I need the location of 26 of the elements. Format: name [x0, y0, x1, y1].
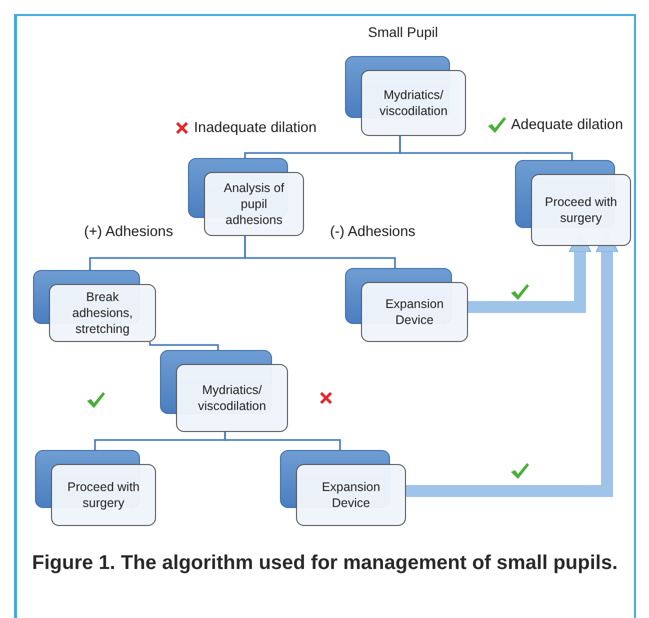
box-text: Analysis of pupil adhesions: [222, 180, 286, 228]
box-heading: Small Pupil: [368, 24, 438, 40]
edge-label: (+) Adhesions: [84, 224, 174, 240]
stacked-process-box: [188, 158, 304, 236]
connector-line: [149, 342, 219, 350]
stacked-process-box: [35, 450, 156, 526]
edge-label: Inadequate dilation: [194, 120, 317, 136]
stacked-process-box: [160, 350, 288, 432]
box-text: Expansion Device: [384, 296, 445, 328]
stacked-process-box: [345, 56, 466, 136]
figure-caption: Figure 1. The algorithm used for management of small pupils.: [32, 551, 619, 576]
box-text: Expansion Device: [320, 478, 382, 512]
stacked-process-box: [345, 268, 468, 342]
edge-label: (-) Adhesions: [330, 224, 416, 240]
box-text: Proceed with surgery: [544, 194, 618, 226]
connector-line: [224, 432, 341, 450]
edge-label: Adequate dilation: [511, 117, 624, 133]
stacked-process-box: [33, 270, 156, 342]
box-text: Mydriatics/ viscodilation: [378, 86, 449, 120]
connector-line: [244, 236, 396, 268]
box-text: Break adhesions, stretching: [71, 288, 134, 338]
box-text: Proceed with surgery: [66, 478, 141, 512]
connector-line: [399, 136, 573, 160]
box-text: Mydriatics/ viscodilation: [196, 382, 268, 414]
stacked-process-box: [515, 160, 631, 246]
stacked-process-box: [280, 450, 406, 526]
